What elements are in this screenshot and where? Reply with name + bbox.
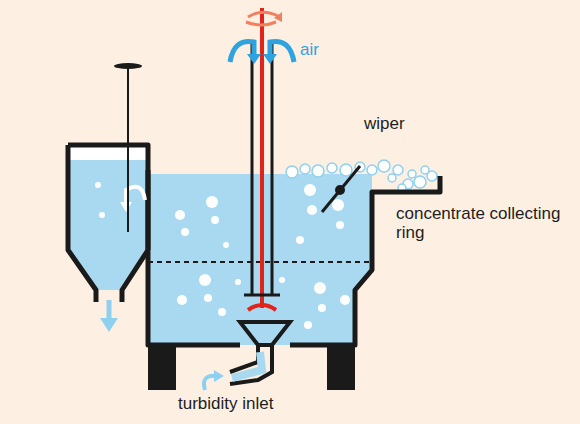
inlet-label: turbidity inlet <box>178 394 273 413</box>
wiper-pivot <box>335 185 345 195</box>
wiper-label: wiper <box>364 114 405 133</box>
air-bubbles <box>95 182 350 329</box>
rod-handle <box>114 63 142 69</box>
standpipe <box>251 40 254 295</box>
concentrate-ring-label: concentrate collecting ring <box>396 204 566 242</box>
inlet-funnel <box>240 322 290 345</box>
level-rod <box>127 66 129 232</box>
impeller <box>248 305 276 310</box>
tank-leg <box>327 345 355 390</box>
wiper-arm <box>322 166 360 212</box>
air-arrow <box>230 41 254 62</box>
hopper-wall <box>68 145 148 302</box>
inlet-pipe <box>230 345 258 372</box>
standpipe <box>271 40 274 295</box>
rotation-arrow <box>248 12 278 17</box>
inlet-pipe <box>230 345 272 384</box>
rotation-arrowhead <box>274 12 282 22</box>
stator <box>244 294 280 297</box>
tank-leg <box>148 345 176 390</box>
rotor-shaft <box>260 8 264 308</box>
inlet-flow <box>232 352 262 378</box>
air-arrow <box>270 41 294 62</box>
overflow-arrowhead <box>120 202 132 212</box>
rotation-arrow <box>246 22 276 25</box>
air-arrowhead <box>263 54 277 64</box>
air-arrowhead <box>247 54 261 64</box>
froth <box>286 160 437 192</box>
air-label: air <box>300 40 319 59</box>
inflow-arrowhead <box>214 370 224 382</box>
tank-wall <box>148 170 440 345</box>
outflow <box>107 300 112 320</box>
outflow-arrowhead <box>100 318 118 332</box>
